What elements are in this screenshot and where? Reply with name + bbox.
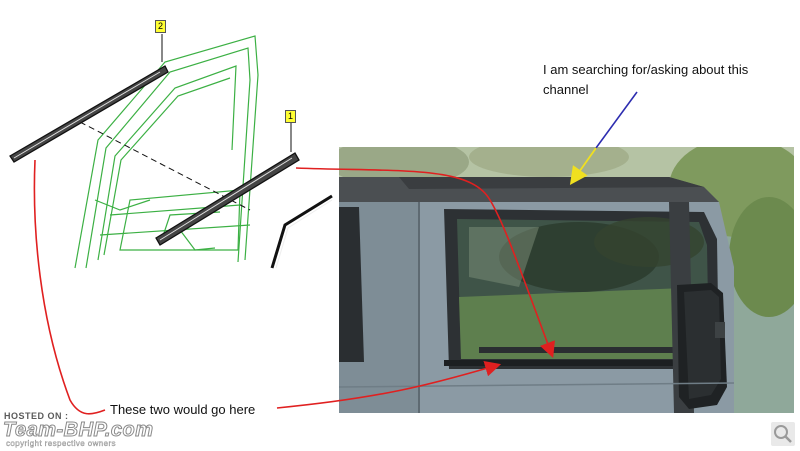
red-arrow-door <box>276 360 502 409</box>
blue-arrow <box>595 91 638 149</box>
watermark-brand: Team-BHP.com <box>3 419 154 442</box>
parts-diagram <box>9 34 333 269</box>
yellow-arrow <box>569 147 597 185</box>
watermark-hosted-label: HOSTED ON : <box>4 411 69 421</box>
question-annotation: I am searching for/asking about this cha… <box>543 62 749 97</box>
magnifier-icon <box>774 425 792 443</box>
callout-part-2: 2 <box>155 20 166 33</box>
red-arrow-upper <box>295 167 555 358</box>
watermark-copyright: copyright respective owners <box>6 439 116 448</box>
car-door-photo <box>339 147 794 413</box>
zoom-button[interactable] <box>771 422 795 446</box>
callout-part-1: 1 <box>285 110 296 123</box>
red-arrow-lower <box>33 159 106 415</box>
placement-annotation: These two would go here <box>110 402 256 417</box>
